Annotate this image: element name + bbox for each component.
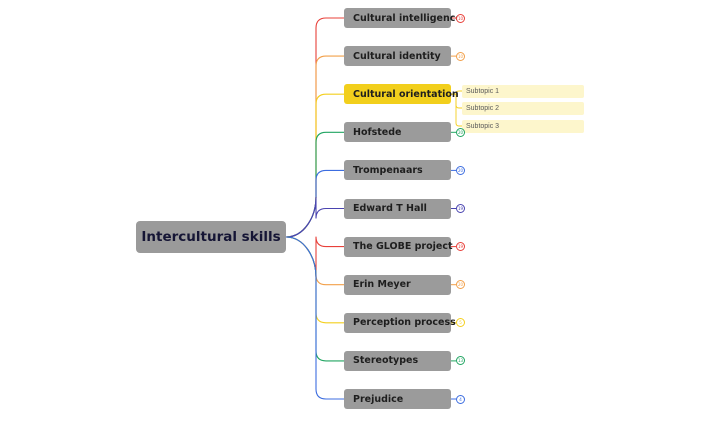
collapse-count-badge[interactable]: 5	[456, 318, 465, 328]
connector-stereotypes	[285, 236, 344, 362]
topic-cultural-orientation[interactable]: Cultural orientation	[344, 84, 459, 105]
subtopic-connector	[451, 93, 462, 127]
collapse-count-badge[interactable]: 20	[456, 165, 465, 175]
subtopic-2[interactable]: Subtopic 2	[462, 101, 584, 115]
collapse-count-badge[interactable]: 10	[456, 51, 465, 61]
collapse-count-badge[interactable]: 20	[456, 280, 465, 290]
connector-trompenaars	[285, 169, 344, 238]
collapse-count-badge[interactable]: 20	[456, 127, 465, 137]
topic-stereotypes[interactable]: Stereotypes	[344, 350, 451, 371]
topic-hofstede[interactable]: Hofstede	[344, 122, 451, 143]
topic-trompenaars[interactable]: Trompenaars	[344, 160, 451, 181]
topic-erin-meyer[interactable]: Erin Meyer	[344, 274, 451, 295]
collapse-count-badge[interactable]: 10	[456, 13, 465, 23]
connector-the-globe-project	[285, 236, 344, 278]
subtopic-3[interactable]: Subtopic 3	[462, 119, 584, 133]
connector-hofstede	[285, 131, 344, 238]
topic-perception-process[interactable]: Perception process	[344, 312, 456, 333]
topic-cultural-intelligence[interactable]: Cultural intelligence	[344, 8, 462, 28]
topic-cultural-identity[interactable]: Cultural identity	[344, 46, 451, 67]
topic-edward-t-hall[interactable]: Edward T Hall	[344, 198, 451, 219]
connector-cultural-orientation	[285, 93, 344, 238]
connector-edward-t-hall	[285, 196, 344, 238]
collapse-count-badge[interactable]: 4	[456, 394, 465, 404]
connector-erin-meyer	[285, 236, 344, 286]
collapse-count-badge[interactable]: 13	[456, 356, 465, 366]
root-topic[interactable]: Intercultural skills	[136, 221, 286, 253]
collapse-count-badge[interactable]: 19	[456, 204, 465, 213]
connector-prejudice	[285, 236, 344, 400]
subtopic-1[interactable]: Subtopic 1	[462, 84, 584, 98]
collapse-count-badge[interactable]: 19	[456, 242, 465, 252]
connector-perception-process	[285, 236, 344, 324]
topic-prejudice[interactable]: Prejudice	[344, 389, 451, 409]
topic-the-globe-project[interactable]: The GLOBE project	[344, 236, 453, 257]
